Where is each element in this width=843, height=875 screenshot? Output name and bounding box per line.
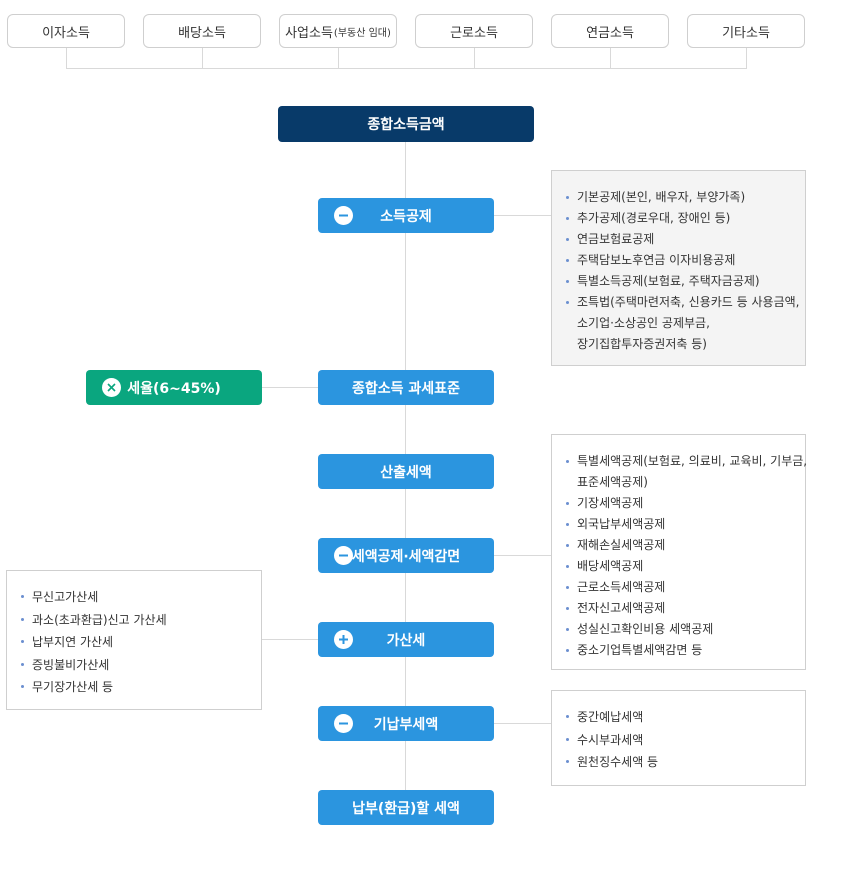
tax-credit-node: 세액공제·세액감면 <box>318 538 494 573</box>
detail-item: 특별세액공제(보험료, 의료비, 교육비, 기부금, <box>565 451 807 472</box>
prepaid-tax-node: 기납부세액 <box>318 706 494 741</box>
tax-credit-details: 특별세액공제(보험료, 의료비, 교육비, 기부금, 표준세액공제) 기장세액공… <box>551 434 807 670</box>
connector-tax-rate <box>262 387 318 388</box>
income-connector-tick-3 <box>338 48 339 69</box>
additional-tax-details: 무신고가산세 과소(초과환급)신고 가산세 납부지연 가산세 증빙불비가산세 무… <box>6 570 262 710</box>
income-type-label: 기타소득 <box>722 25 770 41</box>
plus-icon <box>334 630 353 649</box>
income-connector-tick-5 <box>610 48 611 69</box>
detail-item: 외국납부세액공제 <box>565 514 805 535</box>
total-income-node: 종합소득금액 <box>278 106 534 142</box>
node-label: 납부(환급)할 세액 <box>352 800 460 817</box>
minus-icon <box>334 206 353 225</box>
detail-item: 주택담보노후연금 이자비용공제 <box>565 250 805 271</box>
income-deduction-node: 소득공제 <box>318 198 494 233</box>
income-type-label: 이자소득 <box>42 25 90 41</box>
income-connector-tick-4 <box>474 48 475 69</box>
payable-tax-node: 납부(환급)할 세액 <box>318 790 494 825</box>
income-connector-tick-6 <box>746 48 747 69</box>
calculated-tax-node: 산출세액 <box>318 454 494 489</box>
detail-item-continued: 소기업·소상공인 공제부금, <box>577 316 710 330</box>
detail-item: 조특법(주택마련저축, 신용카드 등 사용금액, <box>565 292 805 313</box>
tax-base-node: 종합소득 과세표준 <box>318 370 494 405</box>
income-type-dividend: 배당소득 <box>143 14 261 48</box>
detail-item: 기본공제(본인, 배우자, 부양가족) <box>565 187 805 208</box>
detail-item: 근로소득세액공제 <box>565 577 805 598</box>
income-type-label: 근로소득 <box>450 25 498 41</box>
detail-item: 성실신고확인비용 세액공제 <box>565 619 805 640</box>
income-type-interest: 이자소득 <box>7 14 125 48</box>
node-label: 종합소득 과세표준 <box>352 380 460 397</box>
node-label: 기납부세액 <box>373 716 439 733</box>
income-type-label: 배당소득 <box>178 25 226 41</box>
income-connector-tick-2 <box>202 48 203 69</box>
detail-item: 증빙불비가산세 <box>20 654 261 677</box>
node-label: 세율(6~45%) <box>127 380 221 397</box>
connector-deduction <box>494 215 551 216</box>
node-label: 산출세액 <box>380 464 432 481</box>
minus-icon <box>334 546 353 565</box>
detail-item: 기장세액공제 <box>565 493 805 514</box>
income-type-label: 사업소득 <box>285 25 333 41</box>
income-deduction-details: 기본공제(본인, 배우자, 부양가족) 추가공제(경로우대, 장애인 등) 연금… <box>551 170 806 366</box>
detail-item: 중소기업특별세액감면 등 <box>565 640 805 661</box>
detail-item: 연금보험료공제 <box>565 229 805 250</box>
detail-item: 무기장가산세 등 <box>20 676 261 699</box>
income-type-pension: 연금소득 <box>551 14 669 48</box>
connector-prepaid-tax <box>494 723 551 724</box>
income-connector-bottom <box>66 68 747 69</box>
tax-rate-node: 세율(6~45%) <box>86 370 262 405</box>
income-type-other: 기타소득 <box>687 14 805 48</box>
detail-item: 무신고가산세 <box>20 586 261 609</box>
detail-item: 납부지연 가산세 <box>20 631 261 654</box>
node-label: 종합소득금액 <box>367 117 445 133</box>
detail-item: 추가공제(경로우대, 장애인 등) <box>565 208 805 229</box>
additional-tax-node: 가산세 <box>318 622 494 657</box>
income-type-earned: 근로소득 <box>415 14 533 48</box>
multiply-icon <box>102 378 121 397</box>
node-label: 소득공제 <box>380 208 432 225</box>
connector-tax-credit <box>494 555 551 556</box>
minus-icon <box>334 714 353 733</box>
detail-item: 배당세액공제 <box>565 556 805 577</box>
node-label: 가산세 <box>386 632 426 649</box>
node-label: 세액공제·세액감면 <box>351 548 461 565</box>
income-type-label: 연금소득 <box>586 25 634 41</box>
detail-item: 전자신고세액공제 <box>565 598 805 619</box>
prepaid-tax-details: 중간예납세액 수시부과세액 원천징수세액 등 <box>551 690 806 786</box>
detail-item-continued: 장기집합투자증권저축 등) <box>577 337 707 351</box>
connector-additional-tax <box>262 639 318 640</box>
income-type-sublabel: (부동산 임대) <box>333 27 391 39</box>
detail-item: 재해손실세액공제 <box>565 535 805 556</box>
detail-item: 원천징수세액 등 <box>565 751 805 774</box>
income-connector-tick-1 <box>66 48 67 69</box>
detail-item: 중간예납세액 <box>565 706 805 729</box>
detail-item: 수시부과세액 <box>565 729 805 752</box>
detail-item: 특별소득공제(보험료, 주택자금공제) <box>565 271 805 292</box>
detail-item: 과소(초과환급)신고 가산세 <box>20 609 261 632</box>
detail-item-continued: 표준세액공제) <box>577 475 648 489</box>
income-type-business: 사업소득(부동산 임대) <box>279 14 397 48</box>
